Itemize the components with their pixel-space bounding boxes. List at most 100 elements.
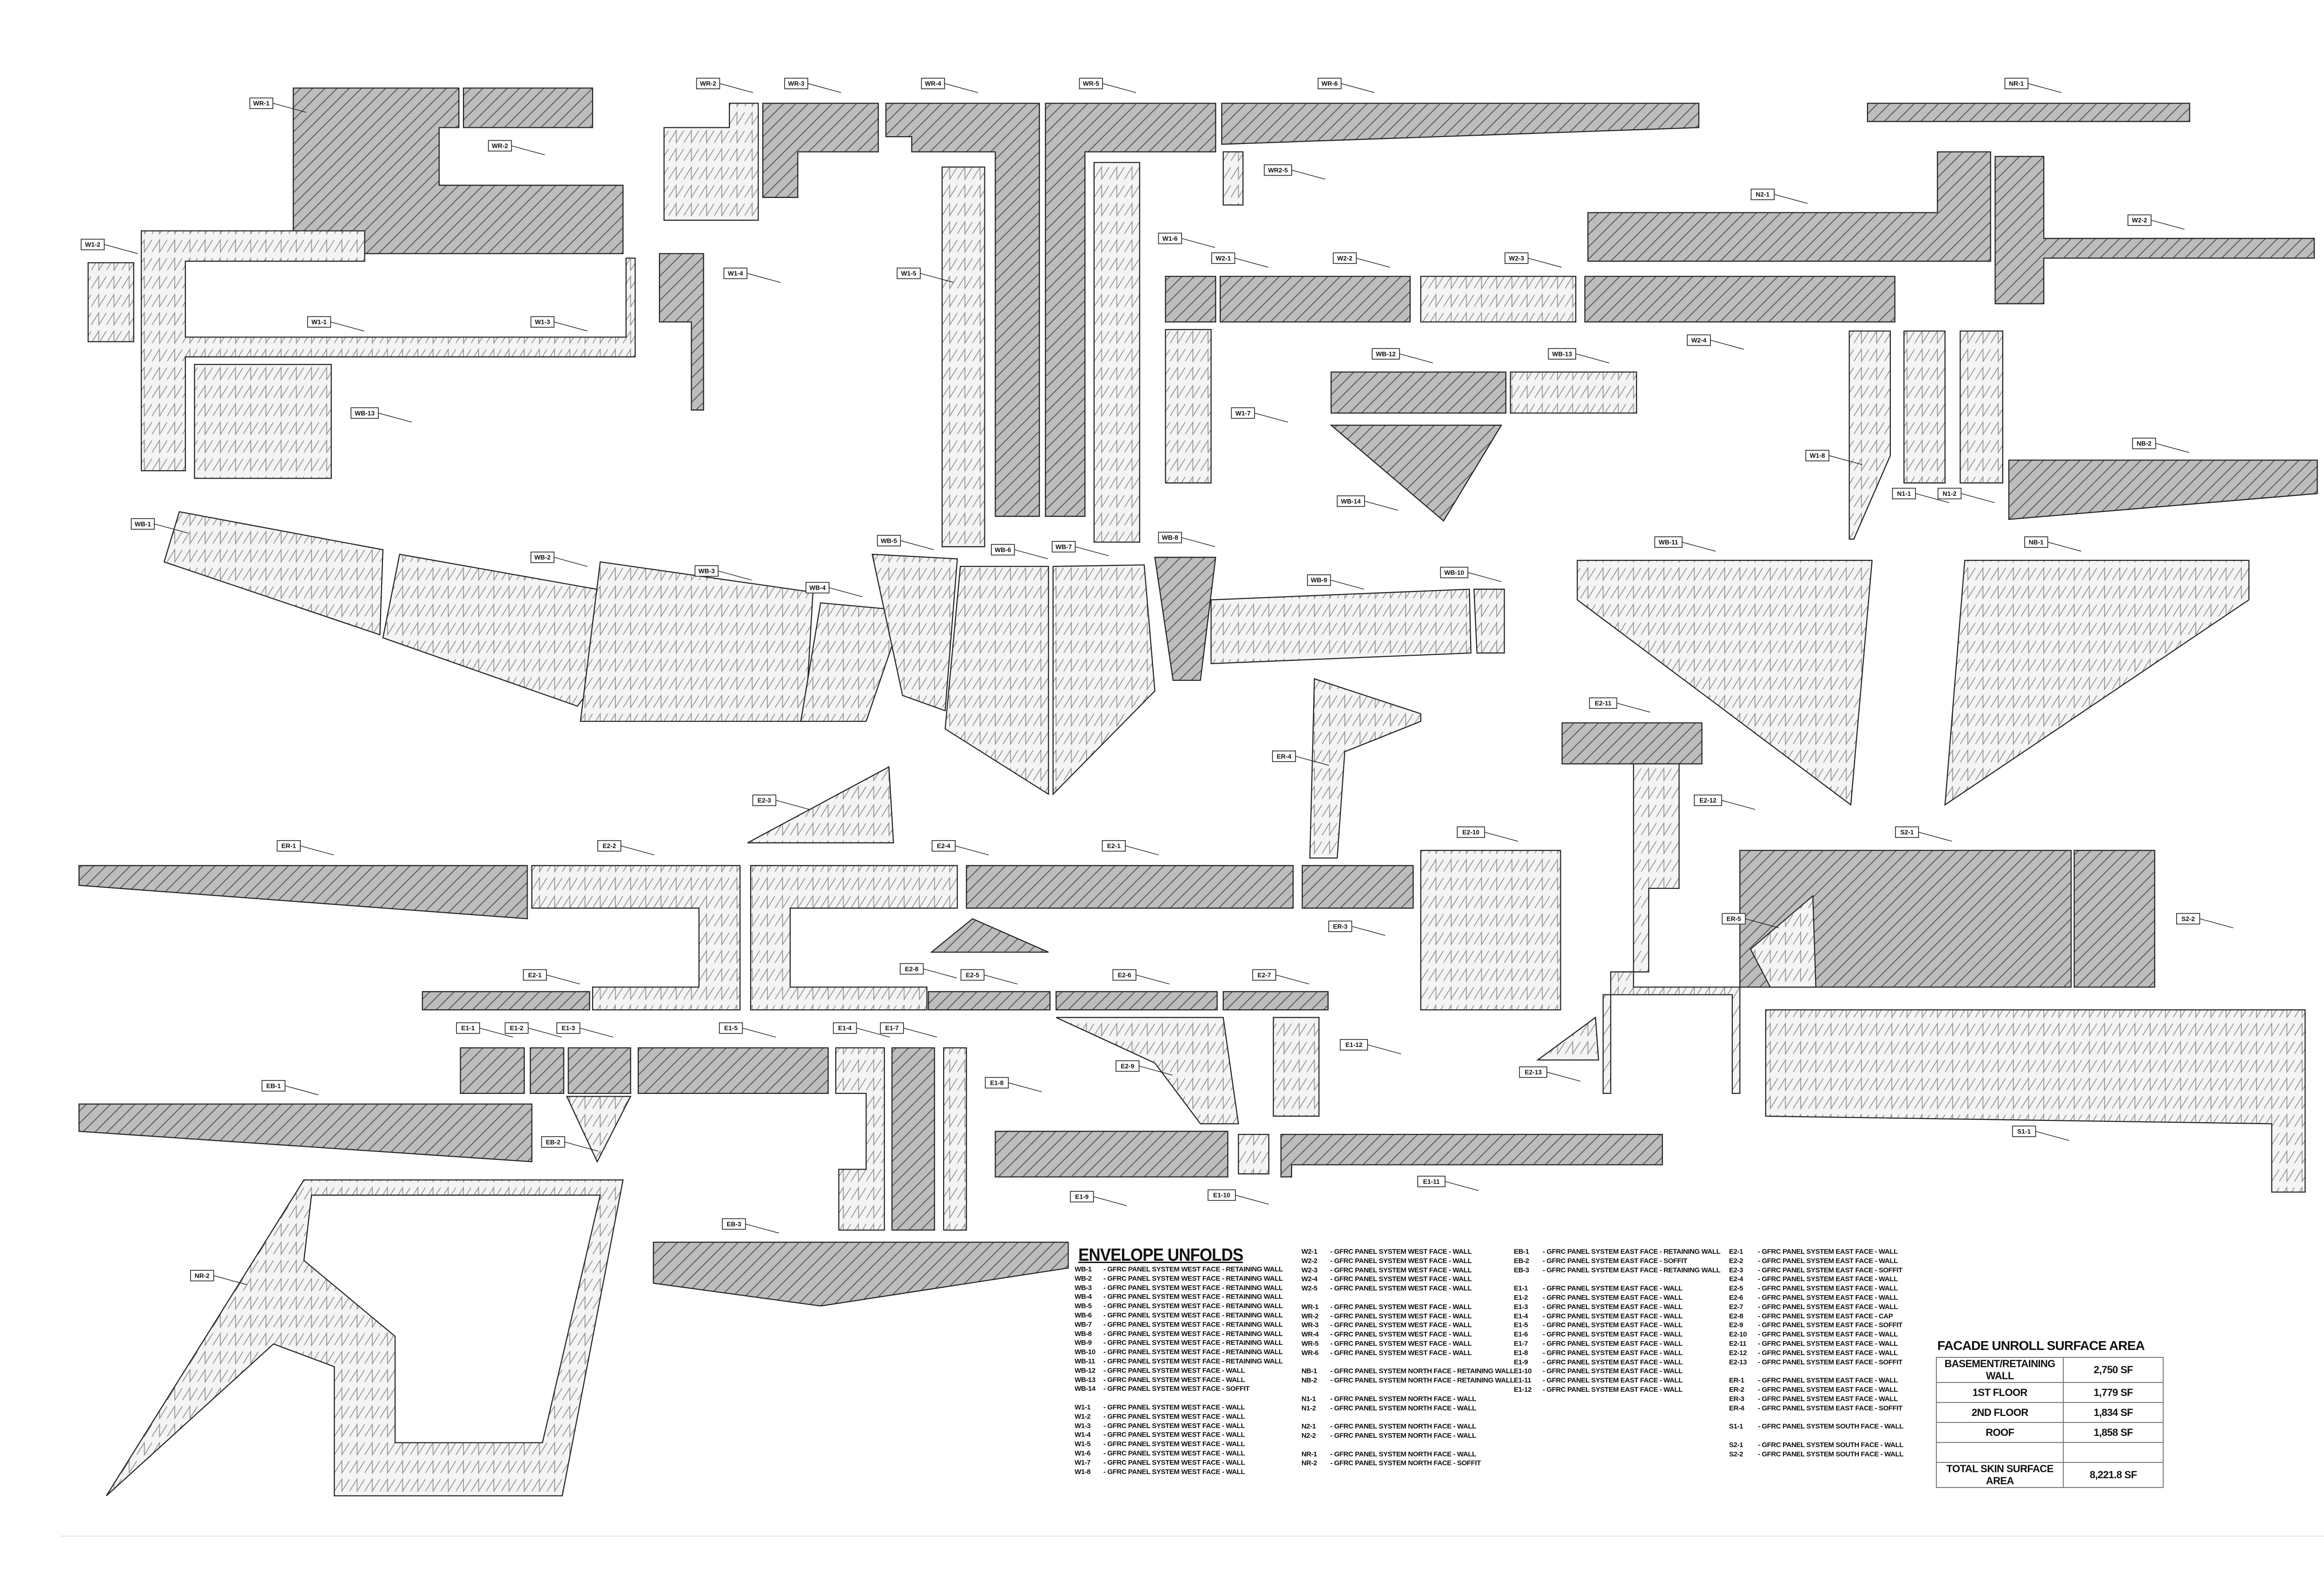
legend-description: - GFRC PANEL SYSTEM EAST FACE - WALL	[1758, 1257, 1898, 1265]
panel-shape	[1536, 1016, 1599, 1061]
panel-tag: ER-3	[1328, 921, 1386, 936]
legend-code: N2-1	[1301, 1422, 1316, 1431]
panel-tag: WB-6	[991, 544, 1048, 560]
panel-tag-label: WR-6	[1321, 80, 1338, 87]
legend-item: E1-1- GFRC PANEL SYSTEM EAST FACE - WALL	[1514, 1284, 1720, 1293]
panel-shape	[531, 865, 741, 1011]
legend-code: N1-2	[1301, 1404, 1316, 1412]
surface-area-label: TOTAL SKIN SURFACE AREA	[1935, 1462, 2064, 1488]
legend-code: S2-2	[1729, 1450, 1743, 1458]
panel-shape	[750, 865, 958, 1011]
legend-description: - GFRC PANEL SYSTEM NORTH FACE - RETAINI…	[1330, 1367, 1514, 1376]
legend-description: - GFRC PANEL SYSTEM EAST FACE - SOFFIT	[1758, 1321, 1902, 1330]
surface-area-label: 1ST FLOOR	[1935, 1382, 2064, 1403]
legend-description: - GFRC PANEL SYSTEM EAST FACE - WALL	[1758, 1395, 1898, 1403]
panel-tag-label: WB-1	[135, 520, 151, 527]
panel-shape	[966, 865, 1294, 909]
panel-tag: W2-3	[1505, 252, 1562, 268]
panel-shape	[1154, 557, 1216, 681]
panel-shape	[1420, 849, 1561, 1011]
legend-code: WR-2	[1301, 1312, 1319, 1320]
panel-shape	[87, 262, 134, 342]
panel-tag-label: WB-13	[1552, 350, 1572, 357]
panel-shape	[1765, 1009, 2306, 1193]
panel-shape	[529, 1047, 565, 1094]
panel-tag: E1-3	[556, 1022, 614, 1038]
legend-description: - GFRC PANEL SYSTEM EAST FACE - WALL	[1543, 1339, 1683, 1348]
panel-tag: WB-14	[1337, 495, 1398, 511]
legend-item: NB-2- GFRC PANEL SYSTEM NORTH FACE - RET…	[1301, 1376, 1514, 1385]
panel-tag-label: WB-4	[809, 585, 825, 592]
legend-code: NR-2	[1301, 1459, 1317, 1468]
panel-shape	[292, 87, 624, 254]
panel-shape	[140, 230, 636, 472]
panel-tag-label: NB-2	[2137, 440, 2152, 447]
legend-item: EB-3- GFRC PANEL SYSTEM EAST FACE - RETA…	[1514, 1266, 1721, 1275]
legend-item: W1-4- GFRC PANEL SYSTEM WEST FACE - WALL	[1075, 1430, 1283, 1440]
legend-code: ER-4	[1729, 1404, 1744, 1412]
panel-tag: E1-7	[880, 1022, 938, 1038]
legend-description: - GFRC PANEL SYSTEM WEST FACE - WALL	[1330, 1275, 1472, 1284]
legend-code: E1-12	[1514, 1385, 1532, 1394]
legend-code: NR-1	[1301, 1450, 1317, 1458]
legend-description: - GFRC PANEL SYSTEM EAST FACE - RETAININ…	[1543, 1266, 1721, 1274]
legend-item: W1-6- GFRC PANEL SYSTEM WEST FACE - WALL	[1075, 1449, 1283, 1458]
legend-item: WB-3- GFRC PANEL SYSTEM WEST FACE - RETA…	[1075, 1284, 1283, 1293]
legend-item: N1-1- GFRC PANEL SYSTEM NORTH FACE - WAL…	[1301, 1395, 1514, 1404]
panel-tag: E2-11	[1589, 697, 1651, 713]
panel-tag-label: E1-2	[510, 1025, 523, 1032]
panel-tag: WR-2	[696, 78, 753, 93]
panel-tag-label: WB-7	[1056, 543, 1072, 550]
legend-item: E1-6- GFRC PANEL SYSTEM EAST FACE - WALL	[1514, 1330, 1720, 1339]
panel-tag-label: WB-11	[1659, 539, 1678, 546]
legend-item: WB-13- GFRC PANEL SYSTEM WEST FACE - WAL…	[1075, 1376, 1283, 1385]
panel-tag: WB-4	[805, 582, 863, 597]
surface-area-label	[1935, 1442, 2064, 1463]
legend-description: - GFRC PANEL SYSTEM EAST FACE - WALL	[1758, 1248, 1898, 1256]
panel-shape	[1739, 849, 2072, 988]
panel-shape	[78, 1103, 533, 1163]
panel-tag-label: W1-3	[535, 319, 550, 326]
panel-shape	[460, 1047, 525, 1094]
panel-shape	[1222, 991, 1329, 1011]
panel-tag-label: W2-4	[1691, 337, 1707, 344]
legend-code: E2-4	[1729, 1275, 1743, 1284]
legend-description: - GFRC PANEL SYSTEM WEST FACE - WALL	[1103, 1422, 1245, 1430]
panel-tag: W2-2	[2127, 214, 2185, 230]
panel-tag: S2-2	[2176, 913, 2233, 928]
panel-shape	[1221, 103, 1700, 145]
panel-tag: WB-13	[1548, 348, 1610, 363]
panel-shape	[1052, 564, 1155, 796]
legend-code: W1-1	[1075, 1403, 1091, 1411]
panel-tag: WR-2	[488, 140, 545, 156]
legend-code: NB-1	[1301, 1367, 1317, 1376]
legend-description: - GFRC PANEL SYSTEM WEST FACE - WALL	[1330, 1284, 1472, 1293]
legend-code: ER-1	[1729, 1376, 1744, 1385]
legend-item: W2-5- GFRC PANEL SYSTEM WEST FACE - WALL	[1301, 1284, 1514, 1293]
panel-tag: EB-1	[261, 1080, 319, 1095]
panel-shape	[1473, 588, 1505, 654]
panel-tag: E2-5	[960, 969, 1018, 985]
legend-code: E2-11	[1729, 1339, 1747, 1348]
legend-item: EB-1- GFRC PANEL SYSTEM EAST FACE - RETA…	[1514, 1247, 1721, 1257]
legend-code: ER-3	[1729, 1395, 1744, 1403]
panel-tag-label: WB-5	[881, 537, 897, 544]
panel-shape	[1045, 103, 1216, 517]
legend-spacer	[1729, 1367, 1903, 1376]
panel-tag-label: E1-12	[1346, 1041, 1363, 1048]
panel-shape	[637, 1047, 829, 1094]
legend-description: - GFRC PANEL SYSTEM WEST FACE - WALL	[1103, 1468, 1245, 1476]
panel-shape	[568, 1047, 631, 1094]
panel-tag-label: E2-13	[1525, 1069, 1542, 1076]
legend-description: - GFRC PANEL SYSTEM EAST FACE - WALL	[1758, 1349, 1898, 1357]
panel-tag-label: WB-13	[355, 410, 375, 417]
legend-code: WB-1	[1075, 1265, 1092, 1273]
panel-tag-label: WB-10	[1444, 569, 1464, 576]
legend-description: - GFRC PANEL SYSTEM WEST FACE - WALL	[1103, 1431, 1245, 1439]
panel-shape	[1238, 1133, 1269, 1175]
legend-spacer	[1729, 1431, 1903, 1441]
legend-item: W2-3- GFRC PANEL SYSTEM WEST FACE - WALL	[1301, 1266, 1514, 1275]
panel-shape	[163, 511, 384, 636]
